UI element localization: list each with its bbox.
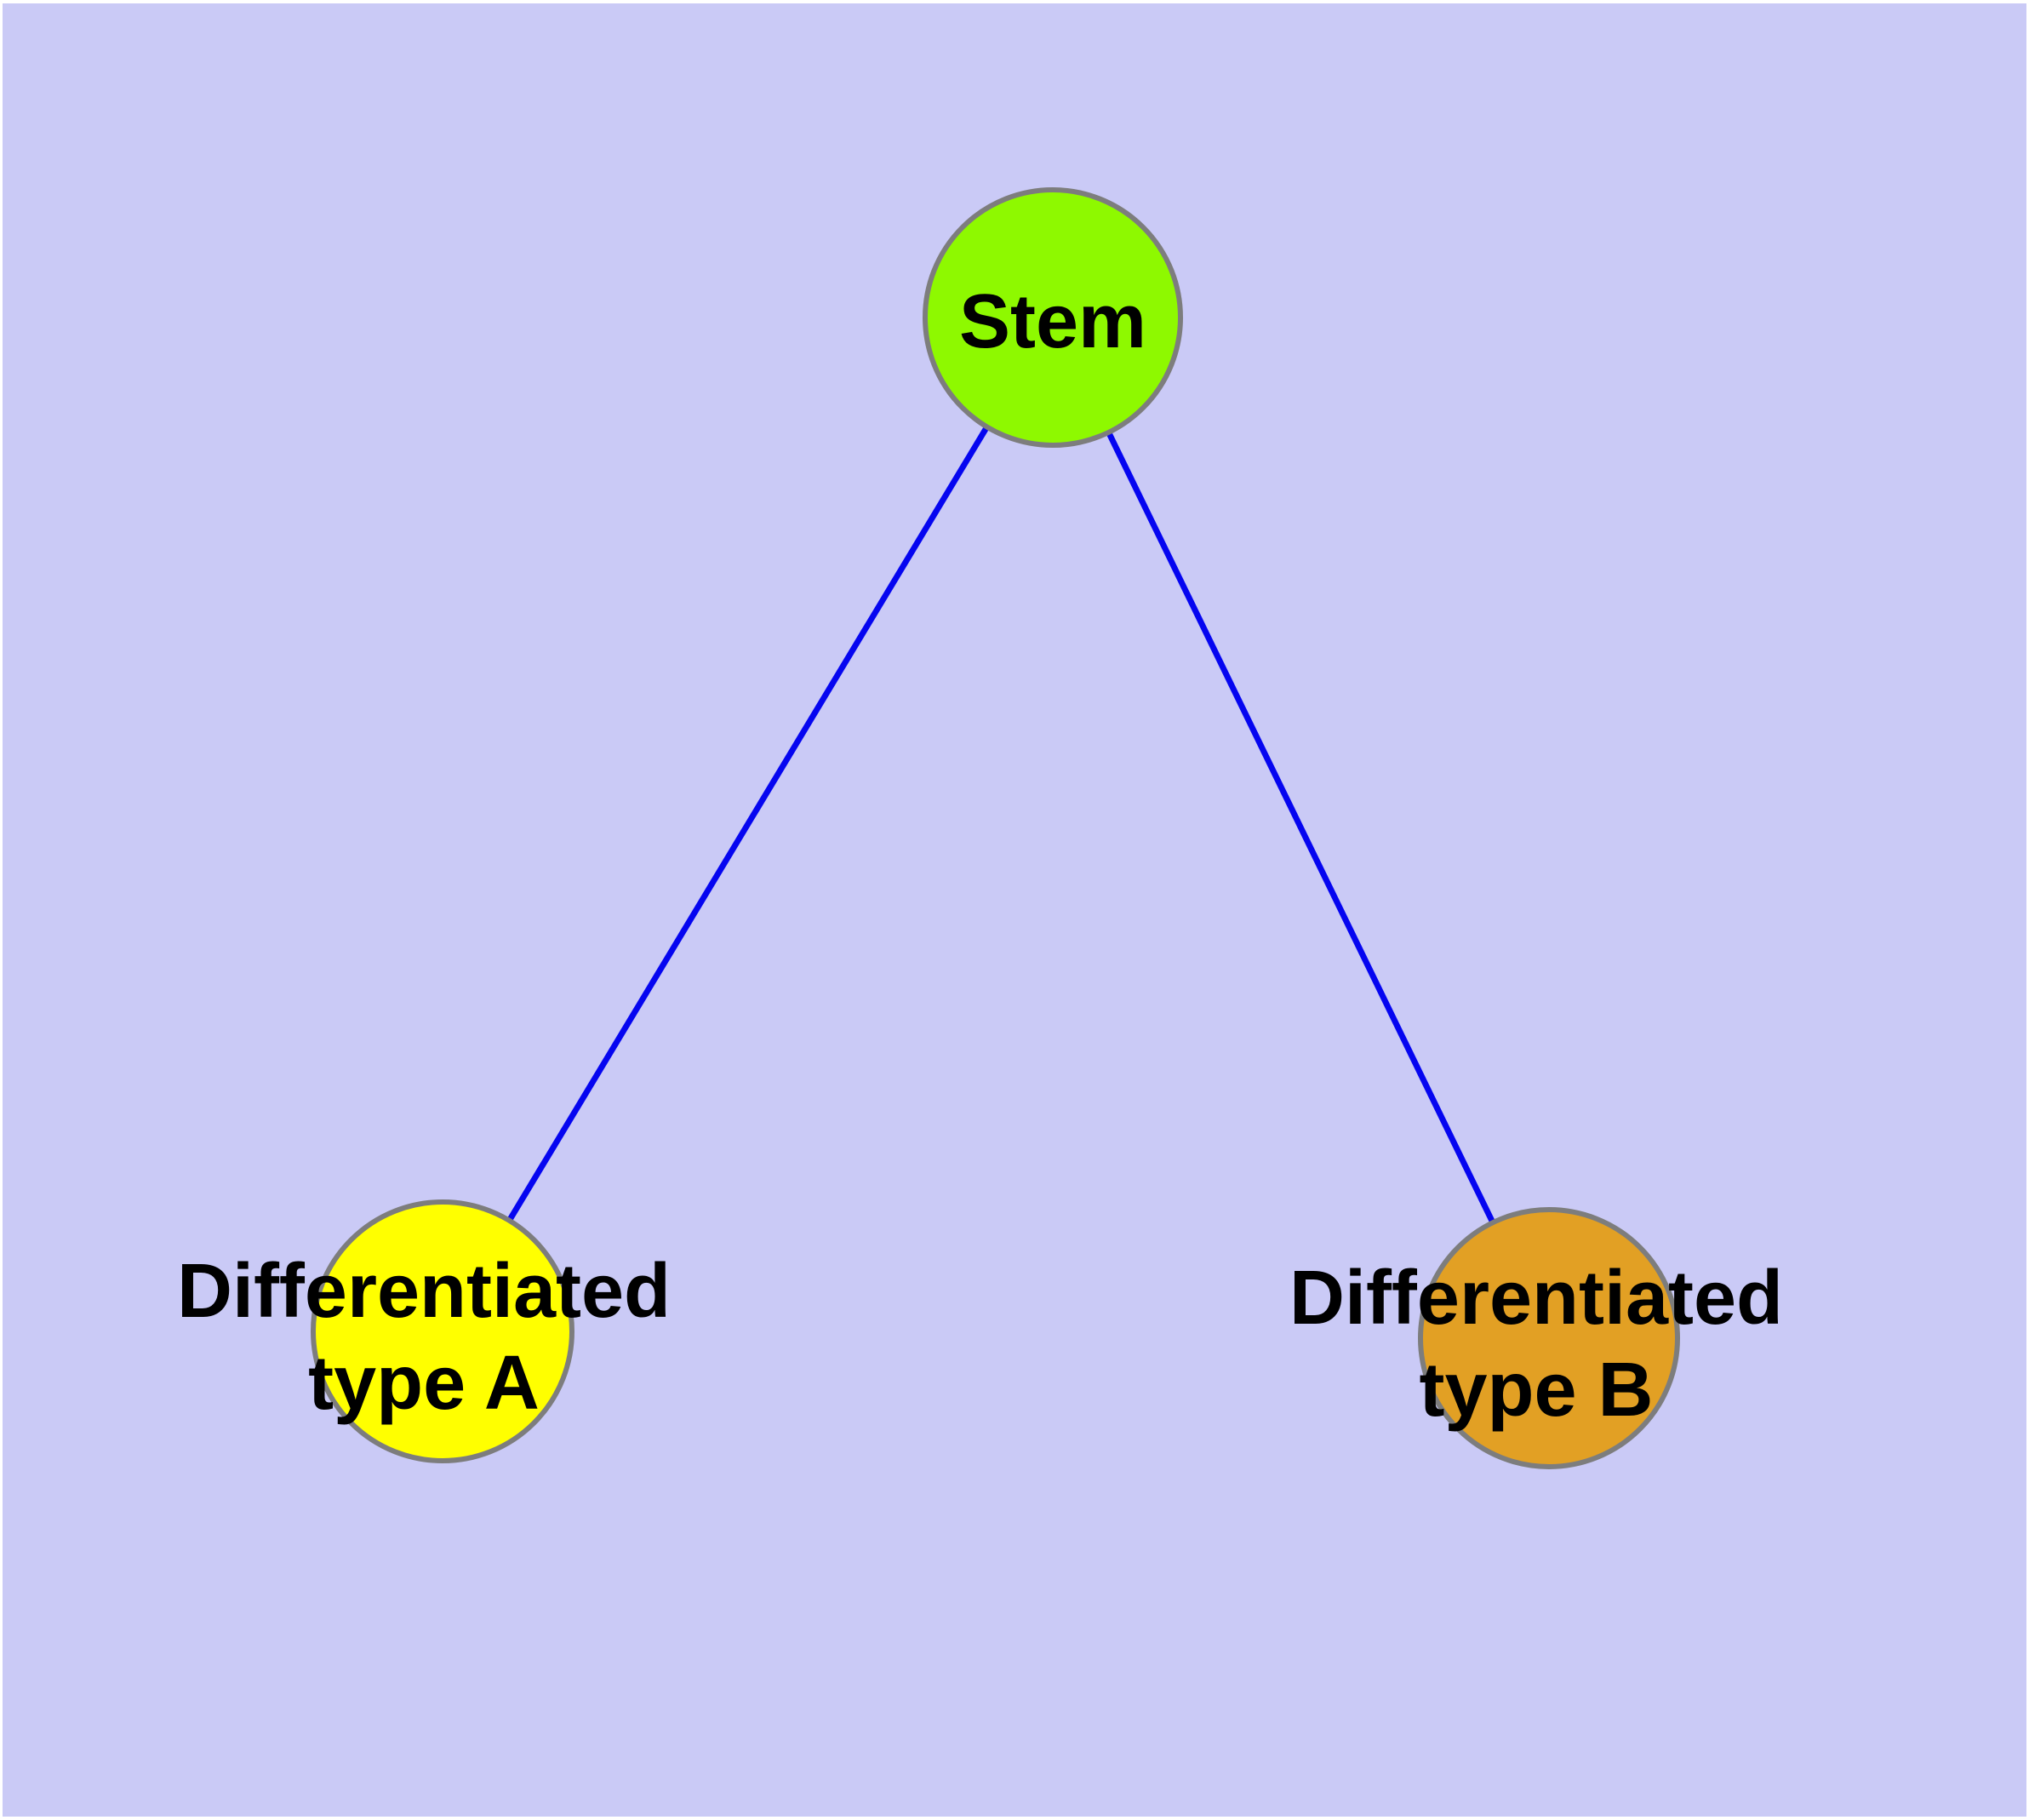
node-label-stem: Stem [959,279,1146,364]
node-label-line: type A [308,1341,540,1426]
node-differentiated-type-b [1418,1207,1680,1469]
node-label-line: Stem [959,279,1146,364]
node-stem [923,187,1183,448]
node-differentiated-type-a [311,1199,574,1463]
node-label-line: type B [1419,1348,1653,1433]
node-label-line: Differentiated [177,1249,671,1334]
edges-layer [440,316,1552,1340]
edge-stem-to-differentiated-type-a [440,316,1055,1333]
edge-stem-to-differentiated-type-b [1049,316,1552,1340]
node-label-line: Differentiated [1289,1256,1783,1341]
nodes-layer [311,187,1680,1469]
